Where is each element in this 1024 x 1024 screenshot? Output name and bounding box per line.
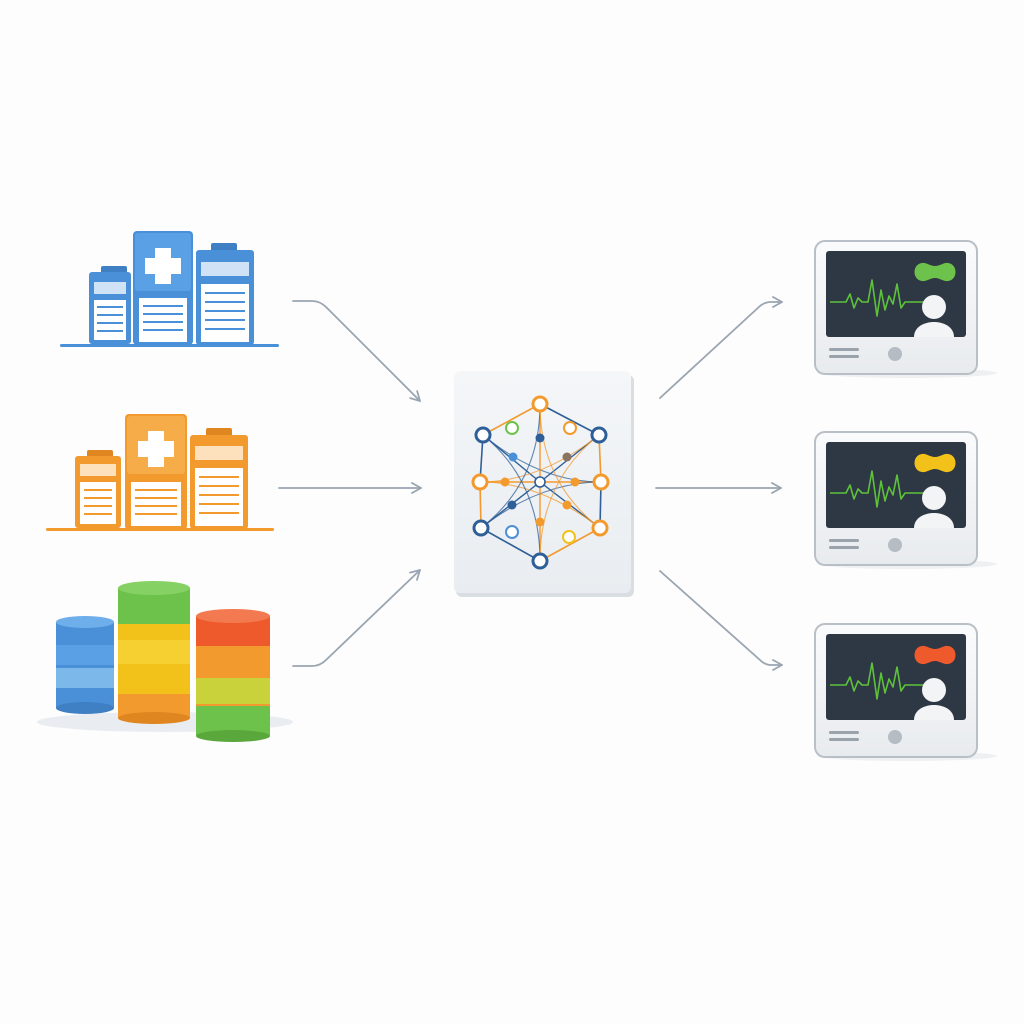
patient-monitor-3 — [814, 623, 997, 761]
monitor-control-line — [829, 546, 859, 549]
monitor-control-line — [829, 348, 859, 351]
network-graph — [471, 395, 610, 570]
database-stacks-icon — [37, 581, 293, 742]
monitor-power-button — [888, 347, 902, 361]
network-edge — [480, 403, 541, 529]
patient-monitors — [814, 240, 997, 761]
monitor-control-line — [829, 355, 859, 358]
network-edge — [482, 403, 541, 436]
monitor-control-line — [829, 731, 859, 734]
blue-database-stack — [56, 616, 114, 714]
arrow-blue-to-hub — [292, 300, 421, 402]
network-edge — [539, 403, 600, 436]
ecg-waveform — [830, 662, 926, 700]
orange-ground-line — [46, 528, 274, 531]
network-node-center — [534, 476, 546, 488]
patient-avatar-body — [914, 513, 954, 528]
right-database-stack — [196, 609, 270, 742]
network-edge — [539, 434, 600, 562]
ecg-waveform — [830, 470, 926, 508]
network-node — [562, 530, 576, 544]
network-node-inner — [500, 477, 510, 487]
network-node-inner — [570, 477, 580, 487]
orange-building-left — [75, 450, 121, 528]
patient-avatar-body — [914, 705, 954, 720]
network-node-inner — [562, 452, 572, 462]
status-indicator-icon — [914, 453, 956, 473]
monitor-power-button — [888, 538, 902, 552]
network-node-inner — [507, 500, 517, 510]
network-edge — [480, 527, 541, 562]
patient-monitor-2 — [814, 431, 997, 569]
network-edge — [539, 403, 601, 529]
network-edge — [479, 481, 601, 529]
network-node-inner — [508, 452, 518, 462]
center-database-stack — [118, 581, 190, 724]
network-node — [531, 552, 549, 570]
orange-hospital-icon — [46, 414, 274, 531]
blue-ground-line — [60, 344, 279, 347]
network-edge — [539, 527, 601, 562]
ecg-waveform — [830, 279, 926, 317]
input-arrows — [278, 300, 422, 667]
blue-hospital-icon — [60, 231, 279, 347]
network-edges — [479, 403, 602, 562]
patient-monitor-1 — [814, 240, 997, 378]
patient-avatar-head — [922, 678, 946, 702]
network-node — [471, 473, 489, 491]
network-edge — [482, 434, 541, 562]
arrow-db-to-hub — [292, 569, 421, 667]
network-node — [591, 519, 609, 537]
arrow-hub-to-monitor-3 — [659, 570, 783, 671]
status-indicator-icon — [914, 645, 956, 665]
arrow-hub-to-monitor-1 — [659, 296, 783, 399]
network-node-inner — [535, 517, 545, 527]
output-arrows — [655, 296, 783, 671]
blue-building-right — [196, 243, 254, 345]
medical-cross-icon — [138, 431, 174, 467]
network-node — [531, 395, 549, 413]
status-indicator-icon — [914, 262, 956, 282]
network-node — [474, 426, 492, 444]
network-node — [592, 473, 610, 491]
medical-cross-icon — [145, 248, 181, 284]
network-edge — [479, 434, 600, 483]
network-node-inner — [535, 433, 545, 443]
network-node — [505, 525, 519, 539]
monitor-control-line — [829, 738, 859, 741]
blue-building-left — [89, 266, 131, 344]
network-node — [563, 421, 577, 435]
monitor-control-line — [829, 539, 859, 542]
network-node — [472, 519, 490, 537]
network-node — [590, 426, 608, 444]
orange-building-right — [190, 428, 248, 529]
monitor-power-button — [888, 730, 902, 744]
patient-avatar-head — [922, 486, 946, 510]
orange-building-center — [125, 414, 187, 530]
patient-avatar-body — [914, 322, 954, 337]
network-graph-panel — [454, 371, 634, 597]
network-node-inner — [562, 500, 572, 510]
blue-building-center — [133, 231, 193, 345]
patient-avatar-head — [922, 295, 946, 319]
network-node — [505, 421, 519, 435]
